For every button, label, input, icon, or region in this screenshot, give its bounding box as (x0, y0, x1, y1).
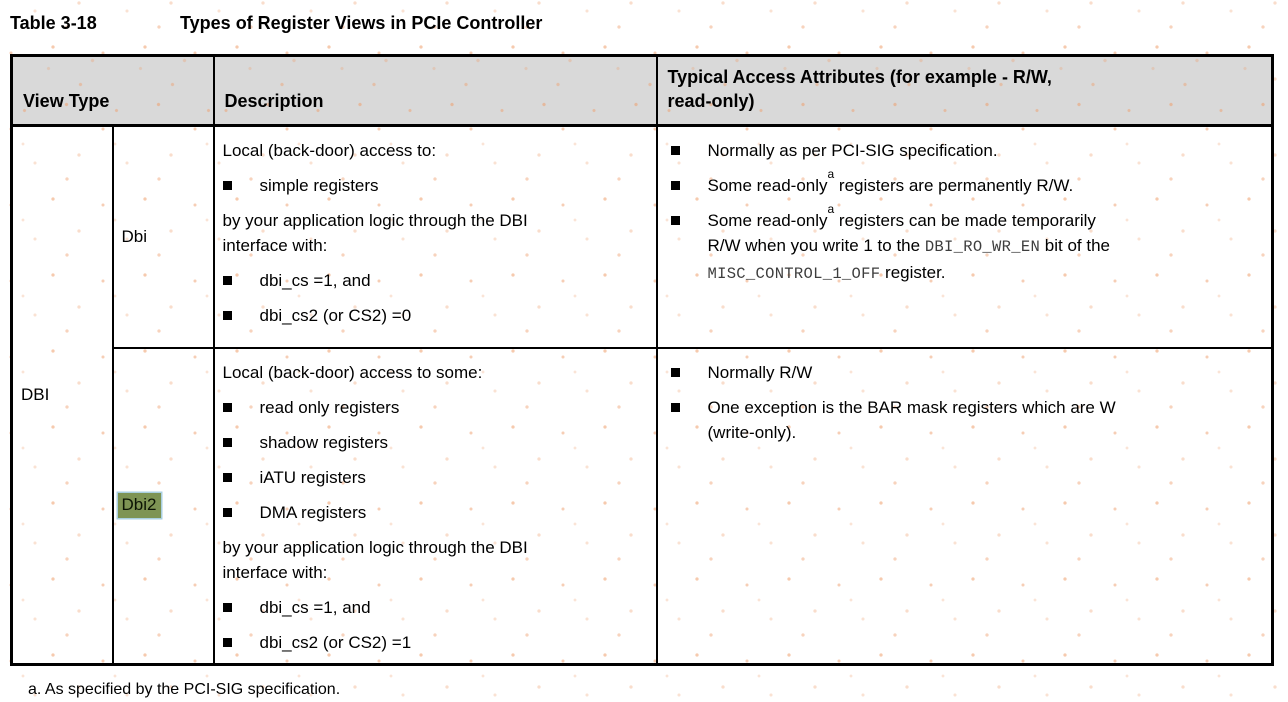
square-bullet-icon (222, 437, 232, 447)
cell-view-group-dbi: DBI (10, 124, 114, 665)
code-misc-control-1-off: MISC_CONTROL_1_OFF (707, 265, 881, 283)
cell-description-dbi2: Local (back-door) access to some: read o… (212, 346, 658, 665)
highlighted-text-dbi2: Dbi2 (117, 493, 162, 518)
bullet-item: Some read-onlya registers can be made te… (670, 203, 1264, 287)
desc-intro: Local (back-door) access to some: (222, 362, 483, 382)
square-bullet-icon (670, 367, 680, 377)
bullet-item: dbi_cs =1, and (222, 268, 648, 293)
desc-middle: by your application logic through the DB… (222, 537, 528, 582)
table-caption: Types of Register Views in PCIe Controll… (180, 13, 543, 33)
bullet-item: dbi_cs =1, and (222, 595, 648, 620)
row-dbi2: Dbi2 Local (back-door) access to some: r… (12, 346, 1274, 665)
header-view-type: View Type (10, 54, 215, 127)
row-dbi: DBI Dbi Local (back-door) access to: sim… (10, 124, 1274, 665)
bullet-item: dbi_cs2 (or CS2) =1 (222, 630, 648, 655)
square-bullet-icon (222, 637, 232, 647)
table-footnote: a. As specified by the PCI-SIG specifica… (28, 680, 341, 698)
cell-access-dbi: Normally as per PCI-SIG specification. S… (655, 124, 1274, 349)
bullet-item: One exception is the BAR mask registers … (670, 395, 1264, 445)
square-bullet-icon (222, 276, 232, 285)
cell-access-dbi2: Normally R/W One exception is the BAR ma… (655, 346, 1274, 665)
code-dbi-ro-wr-en: DBI_RO_WR_EN (924, 238, 1041, 256)
footnote-marker: a (827, 202, 835, 217)
square-bullet-icon (222, 311, 232, 320)
square-bullet-icon (670, 216, 680, 225)
bullet-item: Normally R/W (670, 360, 1264, 385)
square-bullet-icon (222, 507, 232, 517)
desc-middle: by your application logic through the DB… (222, 211, 528, 255)
bullet-item: read only registers (222, 395, 648, 420)
square-bullet-icon (222, 602, 232, 612)
footnote-marker: a (827, 167, 835, 182)
header-row: View Type Description Typical Access Att… (10, 54, 1274, 127)
bullet-item: iATU registers (222, 465, 648, 490)
square-bullet-icon (670, 146, 680, 155)
table-number: Table 3-18 (10, 13, 97, 33)
square-bullet-icon (222, 402, 232, 412)
square-bullet-icon (222, 181, 232, 190)
bullet-item: shadow registers (222, 430, 648, 455)
cell-description-dbi: Local (back-door) access to: simple regi… (212, 124, 658, 349)
register-views-table: View Type Description Typical Access Att… (10, 54, 1274, 666)
desc-intro: Local (back-door) access to: (222, 141, 437, 160)
bullet-item: DMA registers (222, 500, 648, 525)
bullet-item: Some read-onlya registers are permanentl… (670, 168, 1264, 198)
square-bullet-icon (670, 181, 680, 190)
header-access-line2: read-only) (667, 91, 755, 111)
square-bullet-icon (222, 472, 232, 482)
cell-view-dbi: Dbi (111, 124, 215, 349)
bullet-item: simple registers (222, 173, 648, 198)
bullet-item: Normally as per PCI-SIG specification. (670, 138, 1264, 163)
header-description: Description (212, 54, 658, 127)
bullet-item: dbi_cs2 (or CS2) =0 (222, 303, 648, 328)
cell-view-dbi2: Dbi2 (111, 346, 215, 665)
header-access-line1: Typical Access Attributes (for example -… (667, 67, 1052, 87)
square-bullet-icon (670, 402, 680, 412)
header-access-attributes: Typical Access Attributes (for example -… (655, 54, 1274, 127)
table-title: Table 3-18 Types of Register Views in PC… (10, 12, 1288, 34)
